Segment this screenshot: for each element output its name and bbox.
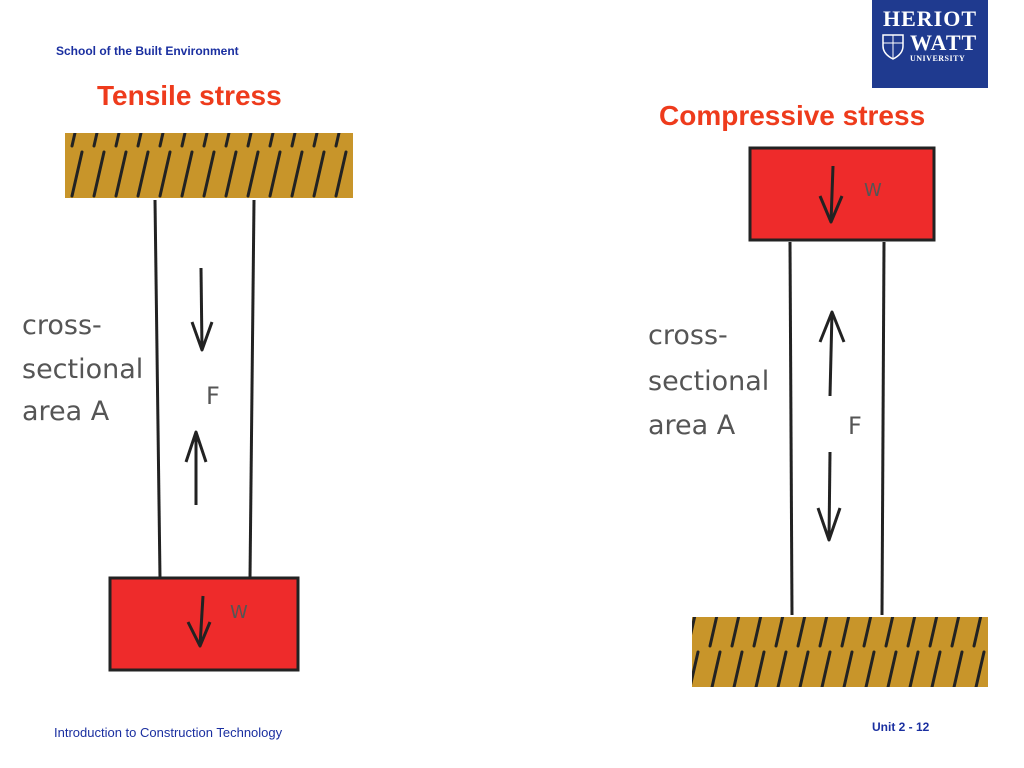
tensile-area-line-2: sectional xyxy=(22,354,143,385)
compressive-diagram: W F cross- sectional area A xyxy=(648,146,988,687)
compressive-area-line-1: cross- xyxy=(648,320,728,351)
compressive-weight-block xyxy=(748,146,936,242)
compressive-weight-arrow-icon xyxy=(818,165,844,224)
tensile-diagram: W F cross- sectional area A xyxy=(22,133,353,672)
crest-icon xyxy=(882,34,904,60)
logo-line-2: WATT xyxy=(910,30,978,55)
tensile-area-line-3: area A xyxy=(22,396,110,427)
tensile-area-line-1: cross- xyxy=(22,310,102,341)
logo-line-1: HERIOT xyxy=(882,6,978,31)
university-logo: HERIOT WATT UNIVERSITY xyxy=(872,0,988,88)
compressive-area-line-3: area A xyxy=(648,410,736,441)
compressive-area-line-2: sectional xyxy=(648,366,769,397)
tensile-weight-arrow-icon xyxy=(186,595,212,648)
compressive-force-arrows-icon xyxy=(816,310,846,542)
course-title: Introduction to Construction Technology xyxy=(54,725,283,740)
compressive-force-label: F xyxy=(848,412,862,440)
tensile-title: Tensile stress xyxy=(97,80,282,111)
logo-line-3: UNIVERSITY xyxy=(910,54,966,63)
tensile-weight-label: W xyxy=(230,602,248,623)
page-number: Unit 2 - 12 xyxy=(872,720,930,734)
compressive-weight-label: W xyxy=(864,180,882,201)
tensile-force-arrows-icon xyxy=(184,267,214,505)
compressive-title: Compressive stress xyxy=(659,100,926,131)
tensile-force-label: F xyxy=(206,382,220,410)
school-name: School of the Built Environment xyxy=(56,44,239,58)
tensile-weight-block xyxy=(108,576,300,672)
